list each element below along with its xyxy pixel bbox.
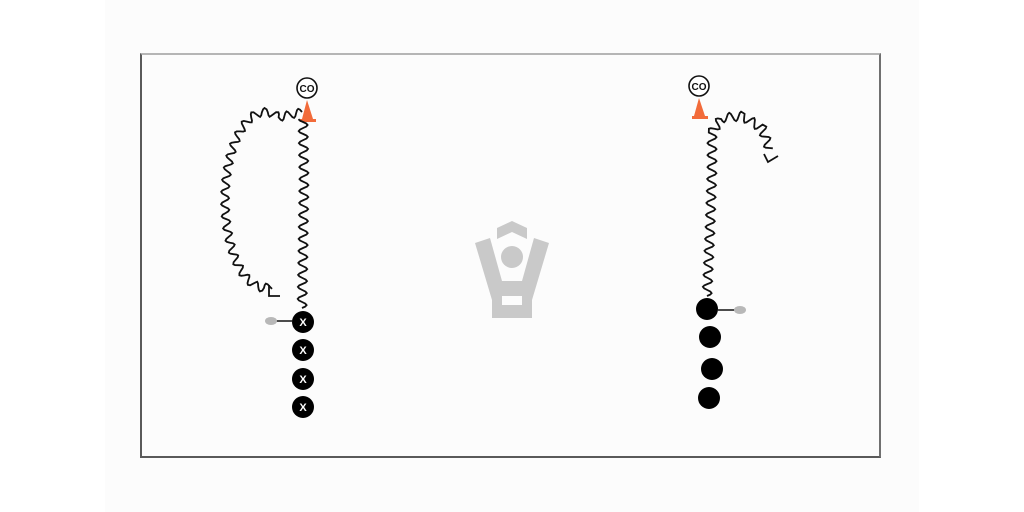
dribble-path-left-up — [296, 118, 310, 309]
cone-icon — [692, 98, 708, 119]
player-x: X — [292, 339, 314, 361]
lacrosse-stick-icon — [718, 306, 746, 314]
svg-text:X: X — [299, 402, 307, 414]
svg-text:X: X — [299, 374, 307, 386]
svg-text:X: X — [299, 317, 307, 329]
dribble-path-right — [701, 110, 773, 297]
player-dot — [698, 387, 720, 409]
watermark-logo — [475, 221, 549, 318]
player-x: X — [292, 396, 314, 418]
coach-label-left: CO — [300, 84, 315, 95]
player-column-left: X X X X — [292, 311, 314, 418]
svg-text:X: X — [299, 345, 307, 357]
player-dot — [696, 298, 718, 320]
player-column-right — [696, 298, 723, 409]
coach-marker-left: CO — [296, 77, 318, 99]
lacrosse-stick-icon — [265, 317, 293, 325]
path-end-arrow-right — [763, 153, 779, 164]
coach-marker-right: CO — [688, 75, 710, 97]
path-end-arrow-left — [268, 285, 280, 297]
cone-icon — [300, 100, 316, 122]
player-dot — [699, 326, 721, 348]
coach-label-right: CO — [692, 82, 707, 93]
dribble-path-left-loop — [219, 106, 303, 293]
player-dot — [701, 358, 723, 380]
player-x: X — [292, 311, 314, 333]
player-x: X — [292, 368, 314, 390]
